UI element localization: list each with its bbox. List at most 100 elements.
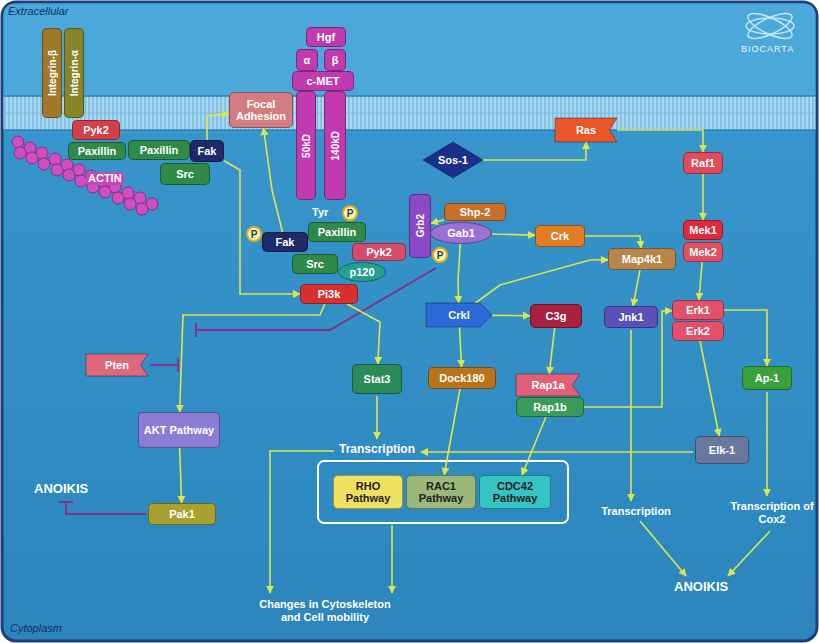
signal-arrow <box>492 315 530 317</box>
outcome-label: ANOIKIS <box>674 580 728 595</box>
inhibition-bar <box>195 323 197 337</box>
actin-bead <box>51 164 63 176</box>
extracellular-region <box>4 4 816 97</box>
node-label: RHO Pathway <box>334 480 402 504</box>
actin-bead <box>38 158 50 170</box>
adaptor-box: Grb2 <box>409 194 431 258</box>
structure-label: ACTIN <box>86 172 124 185</box>
node-label: Raf1 <box>691 157 715 169</box>
pathway-box: AKT Pathway <box>138 412 220 448</box>
actin-bead <box>63 169 75 181</box>
protein-box: Ap-1 <box>742 366 792 390</box>
node-label: Rap1a <box>531 379 564 391</box>
region-label: Extracellular <box>8 5 69 18</box>
node-label: Erk2 <box>686 325 710 337</box>
protein-box: Erk2 <box>672 321 724 341</box>
phosphate-circle: P <box>432 247 448 263</box>
signal-arrow <box>724 310 767 366</box>
protein-box: Mek1 <box>683 220 723 240</box>
node-label: Paxillin <box>78 145 117 157</box>
signal-arrow <box>180 448 182 503</box>
process-label: Transcription of Cox2 <box>730 500 814 525</box>
node-label: Stat3 <box>364 373 391 385</box>
protein-diamond: Sos-1 <box>423 142 483 178</box>
leader-arrow <box>766 392 768 496</box>
protein-box: Pi3k <box>300 284 358 304</box>
protein-box: Elk-1 <box>695 436 749 464</box>
receptor-chain: β <box>324 49 346 71</box>
residue-label: Tyr <box>312 206 328 219</box>
protein-box: Src <box>160 163 210 185</box>
node-label: Ras <box>576 124 596 136</box>
node-label: Src <box>176 168 194 180</box>
pathway-box: CDC42 Pathway <box>479 475 551 509</box>
protein-box: Fak <box>262 232 308 252</box>
actin-bead <box>12 136 24 148</box>
logo-arc <box>746 18 794 34</box>
inhibition-line <box>197 268 436 330</box>
node-label: CDC42 Pathway <box>480 480 550 504</box>
node-label: Pten <box>105 359 129 371</box>
node-label: Integrin-α <box>69 50 80 96</box>
protein-box: Paxillin <box>128 140 190 160</box>
node-label: Map4k1 <box>622 253 662 265</box>
inhibition-bar <box>177 358 179 372</box>
protein-box: Jnk1 <box>604 306 658 328</box>
inhibition-line <box>66 503 146 514</box>
protein-box: Paxillin <box>68 142 126 160</box>
receptor-chain: 50kD <box>296 91 316 200</box>
logo-arc <box>745 9 795 44</box>
node-label: Crkl <box>448 309 469 321</box>
receptor-chain: α <box>296 49 318 71</box>
integrin-chain: Integrin-α <box>64 28 84 118</box>
outcome-label: ANOIKIS <box>34 482 88 497</box>
signal-arrow <box>431 220 444 223</box>
node-outline <box>423 142 483 178</box>
actin-bead <box>99 186 111 198</box>
protein-ellipse: p120 <box>338 262 386 282</box>
node-label: Elk-1 <box>709 444 735 456</box>
signal-arrow <box>617 130 703 152</box>
node-label: Grb2 <box>415 214 426 237</box>
node-label: Pyk2 <box>83 124 109 136</box>
protein-box: Mek2 <box>683 242 723 262</box>
node-label: 50kD <box>301 134 312 158</box>
pathway-box: RAC1 Pathway <box>406 475 476 509</box>
protein-box: Rap1a <box>516 374 580 396</box>
node-label: Crk <box>551 230 569 242</box>
protein-box: Ras <box>555 118 617 142</box>
outcome-label: Changes in Cytoskeleton and Cell mobilit… <box>250 598 400 623</box>
leader-arrow <box>640 521 686 576</box>
node-outline <box>426 303 492 327</box>
node-label: Fak <box>198 145 217 157</box>
protein-box: Pyk2 <box>352 243 406 261</box>
phosphate-circle: P <box>342 205 358 221</box>
node-label: Sos-1 <box>438 154 468 166</box>
leader-arrow <box>270 451 334 593</box>
node-outline <box>86 354 148 376</box>
signal-arrow <box>522 417 546 475</box>
logo-text: BIOCARTA <box>741 44 794 54</box>
actin-bead <box>112 192 124 204</box>
protein-box: C3g <box>530 304 582 328</box>
inhibition-bar <box>59 501 73 503</box>
node-label: α <box>304 54 311 66</box>
actin-bead <box>26 152 38 164</box>
signal-arrow <box>699 262 702 300</box>
node-label: Ap-1 <box>755 372 779 384</box>
leader-arrow <box>376 396 378 439</box>
signal-arrow <box>207 114 229 140</box>
node-label: p120 <box>349 266 374 278</box>
leader-arrow <box>630 330 632 501</box>
leader-arrow <box>728 531 770 576</box>
actin-bead <box>14 147 26 159</box>
node-label: P <box>347 208 354 219</box>
logo-arc <box>745 9 795 44</box>
leader-lines <box>270 330 770 593</box>
signal-arrow <box>549 328 554 374</box>
leader-arrow <box>421 451 693 453</box>
node-label: Integrin-β <box>47 50 58 96</box>
signal-arrow <box>475 260 608 303</box>
